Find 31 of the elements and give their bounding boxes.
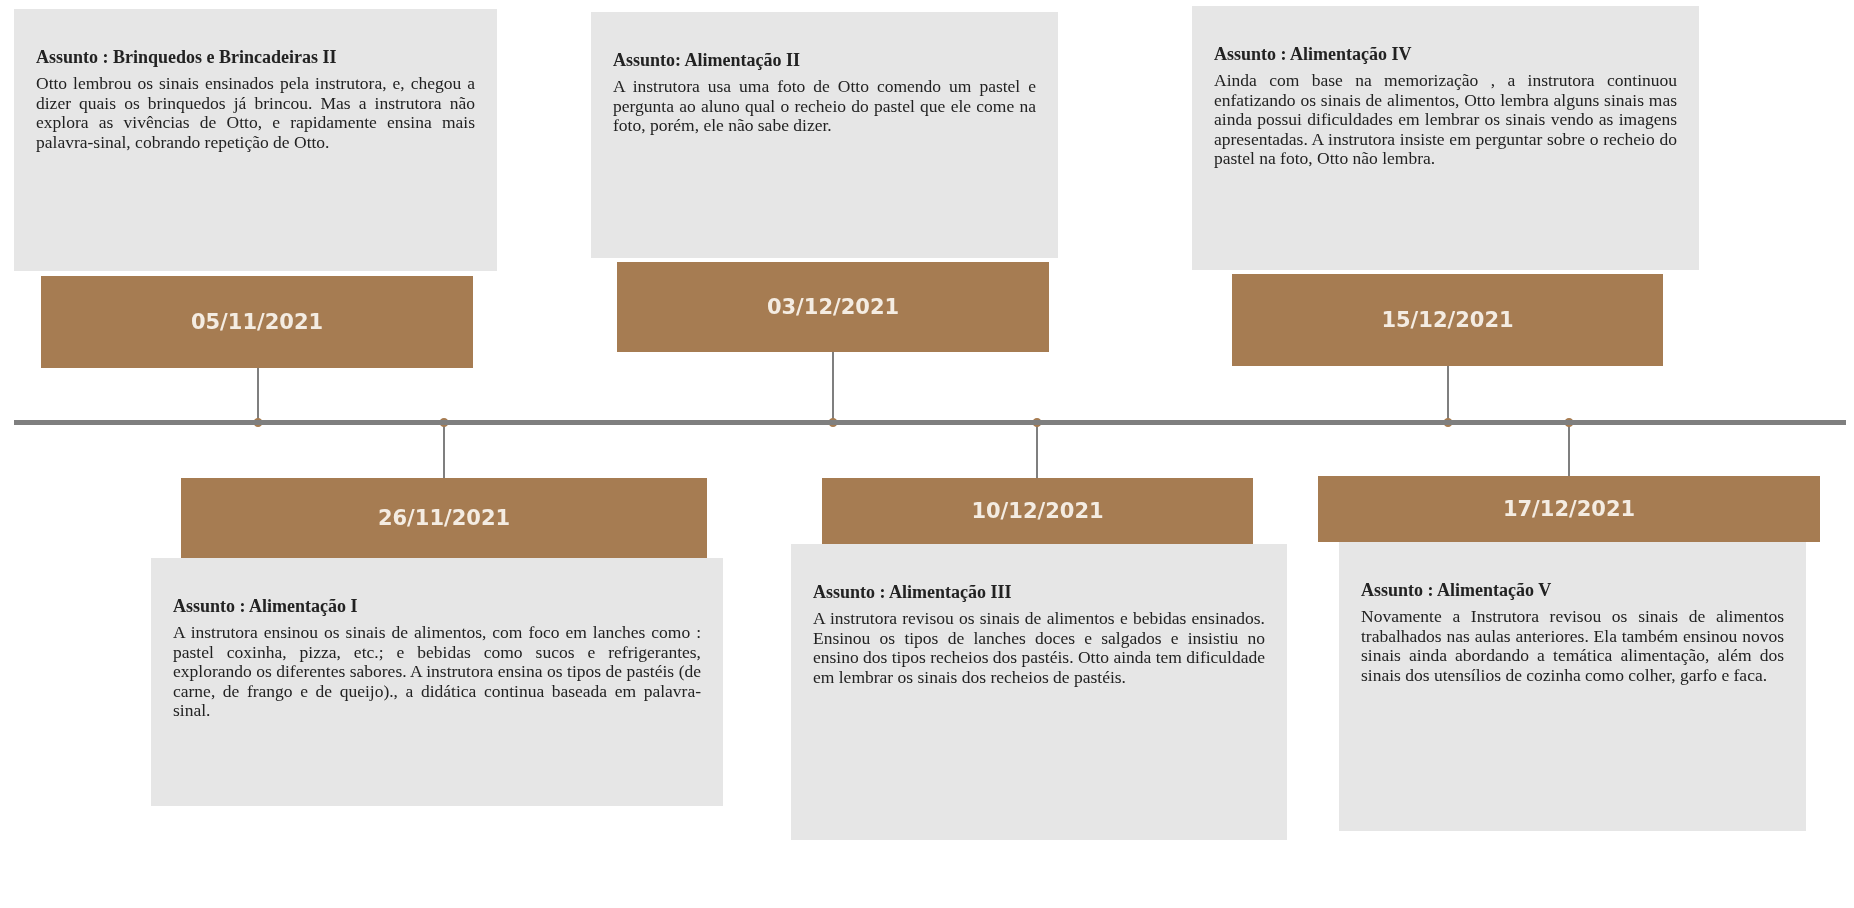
card-text: A instrutora usa uma foto de Otto comendo um pastel e pergunta ao aluno qual o recheio do pastel que ele come na foto, porém, ele não sabe dizer. xyxy=(613,77,1036,136)
date-bar: 26/11/2021 xyxy=(181,478,707,558)
connector-line xyxy=(439,418,449,479)
connector-line xyxy=(1564,418,1574,477)
card-text: Otto lembrou os sinais ensinados pela instrutora, e, chegou a dizer quais os brinquedos já brincou. Mas a instrutora não explora as vivências de Otto, e rapidamente ensina mais palavra-sinal, cobrando repetição de Otto. xyxy=(36,74,475,153)
card-heading: Assunto : Alimentação III xyxy=(813,582,1013,603)
connector-line xyxy=(1032,418,1042,479)
card-text: A instrutora revisou os sinais de alimentos e bebidas ensinados. Ensinou os tipos de lanches doces e salgados e insistiu no ensino dos tipos recheios dos pastéis. Otto ainda tem dificuldade em lembrar os sinais dos recheios de pastéis. xyxy=(813,609,1265,688)
card-heading: Assunto : Alimentação V xyxy=(1361,580,1553,601)
connector-line xyxy=(1443,365,1453,427)
card-text: A instrutora ensinou os sinais de alimentos, com foco em lanches como : pastel coxinha, pizza, etc.; e bebidas como sucos e refrigerantes, explorando os diferentes sabores. A instrutora ensina os tipos de pastéis (de carne, de frango e de queijo)., a didática continua baseada em palavra-sinal. xyxy=(173,623,701,721)
date-bar: 03/12/2021 xyxy=(617,262,1049,352)
connector-line xyxy=(253,367,263,427)
event-card xyxy=(791,544,1287,840)
event-card xyxy=(14,9,497,271)
card-heading: Assunto : Brinquedos e Brincadeiras II xyxy=(36,47,338,68)
card-heading: Assunto: Alimentação II xyxy=(613,50,801,71)
card-heading: Assunto : Alimentação IV xyxy=(1214,44,1413,65)
card-heading: Assunto : Alimentação I xyxy=(173,596,359,617)
card-text: Ainda com base na memorização , a instrutora continuou enfatizando os sinais de alimentos, Otto lembra alguns sinais mas ainda possui dificuldades em lembrar os sinais vendo as imagens apresentadas. A instrutora insiste em perguntar sobre o recheio do pastel na foto, Otto não lembra. xyxy=(1214,71,1677,169)
date-bar: 15/12/2021 xyxy=(1232,274,1663,366)
event-card xyxy=(1339,542,1806,831)
date-bar: 10/12/2021 xyxy=(822,478,1253,544)
timeline-axis xyxy=(14,420,1846,425)
date-bar: 17/12/2021 xyxy=(1318,476,1820,542)
connector-line xyxy=(828,351,838,427)
event-card xyxy=(591,12,1058,258)
event-card xyxy=(1192,6,1699,270)
event-card xyxy=(151,558,723,806)
date-bar: 05/11/2021 xyxy=(41,276,473,368)
card-text: Novamente a Instrutora revisou os sinais de alimentos trabalhados nas aulas anteriores. Ela também ensinou novos sinais ainda abordando a temática alimentação, além dos sinais dos utensílios de cozinha como colher, garfo e faca. xyxy=(1361,607,1784,686)
